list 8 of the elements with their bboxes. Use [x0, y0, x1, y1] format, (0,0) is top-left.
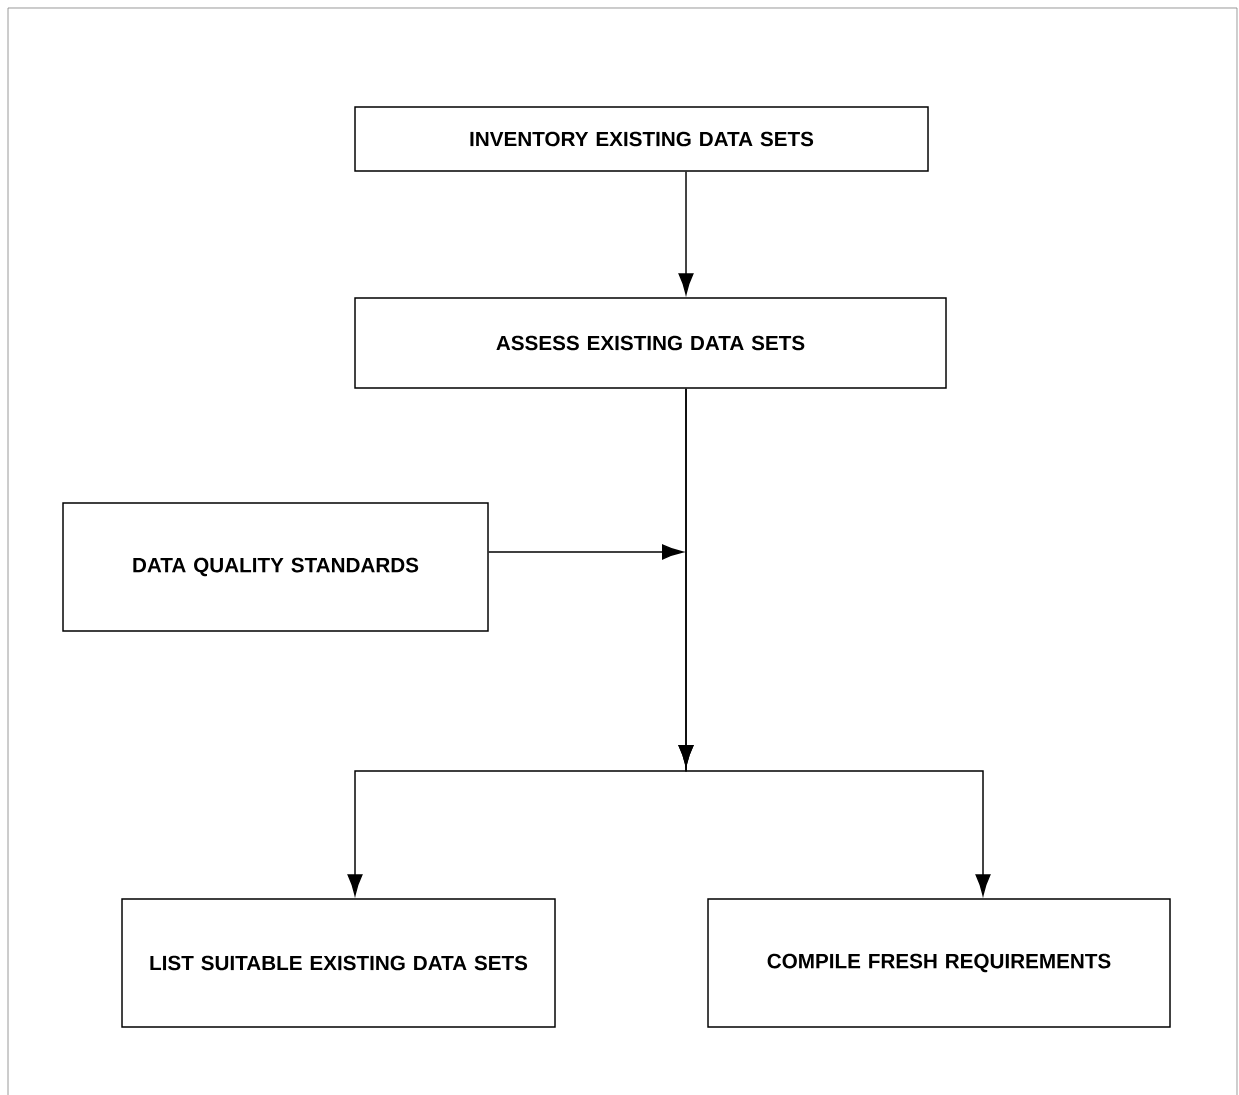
process-box: LIST SUITABLE EXISTING DATA SETS — [121, 898, 556, 1028]
arrow — [488, 544, 684, 560]
arrow — [678, 171, 694, 295]
process-box: DATA QUALITY STANDARDS — [62, 502, 489, 632]
process-box: COMPILE FRESH REQUIREMENTS — [707, 898, 1171, 1028]
process-box: INVENTORY EXISTING DATA SETS — [354, 106, 929, 172]
arrow — [678, 388, 991, 896]
process-box: ASSESS EXISTING DATA SETS — [354, 297, 947, 389]
